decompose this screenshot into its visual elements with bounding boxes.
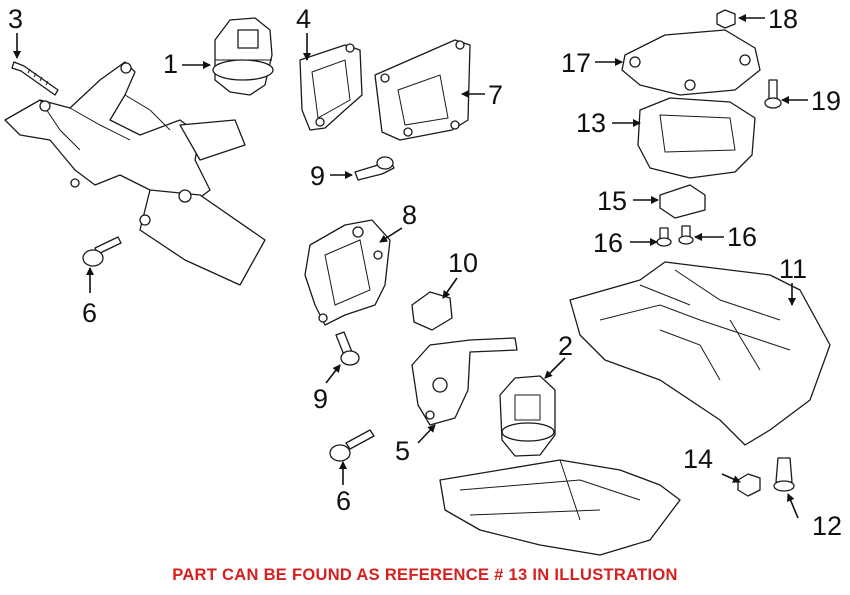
bolts-16	[656, 225, 694, 247]
insert-10	[411, 291, 453, 331]
nut-18	[716, 9, 736, 29]
engine-mount-2	[499, 375, 556, 457]
callout-6b: 6	[336, 486, 351, 516]
callout-1: 1	[163, 49, 178, 79]
bracket-5	[411, 337, 518, 426]
callout-15: 15	[597, 186, 627, 216]
crossmember-11	[569, 261, 831, 446]
callout-3: 3	[8, 4, 23, 34]
callout-4: 4	[296, 4, 311, 34]
bolt-9-lower	[335, 331, 360, 366]
bolt-6-lower	[329, 429, 375, 462]
callout-16a: 16	[593, 228, 623, 258]
bolt-19	[764, 79, 782, 109]
bolt-3	[11, 61, 59, 96]
callout-13: 13	[576, 108, 606, 138]
callout-9a: 9	[310, 161, 325, 191]
lower-subframe	[439, 459, 681, 556]
mount-13	[637, 97, 756, 179]
callout-11: 11	[779, 254, 807, 284]
pad-15	[659, 184, 706, 219]
bolt-6-left	[82, 236, 122, 267]
bracket-4	[299, 43, 363, 131]
bracket-7	[374, 39, 471, 141]
leader-arrows	[13, 14, 808, 519]
callout-12: 12	[812, 511, 842, 541]
callout-17: 17	[561, 48, 591, 78]
front-subframe	[4, 61, 266, 286]
bolt-12	[773, 457, 795, 492]
callout-16b: 16	[727, 222, 757, 252]
callout-labels: 1 2 3 4 5 6 6 7 8 9 9 10 11 12 13 14 15 …	[8, 4, 842, 541]
callout-19: 19	[811, 86, 841, 116]
engine-mount-1	[212, 17, 274, 96]
callout-10: 10	[448, 248, 478, 278]
callout-5: 5	[395, 436, 410, 466]
reference-note: PART CAN BE FOUND AS REFERENCE # 13 IN I…	[172, 566, 678, 584]
callout-2: 2	[558, 331, 573, 361]
bracket-8	[304, 219, 391, 326]
callout-6a: 6	[82, 298, 97, 328]
callout-8: 8	[402, 200, 417, 230]
callout-7: 7	[488, 80, 503, 110]
plate-17	[621, 29, 761, 96]
callout-14: 14	[683, 444, 713, 474]
callout-18: 18	[768, 4, 798, 34]
bolt-9-top	[354, 156, 395, 181]
nut-14	[737, 473, 761, 497]
callout-9b: 9	[313, 384, 328, 414]
